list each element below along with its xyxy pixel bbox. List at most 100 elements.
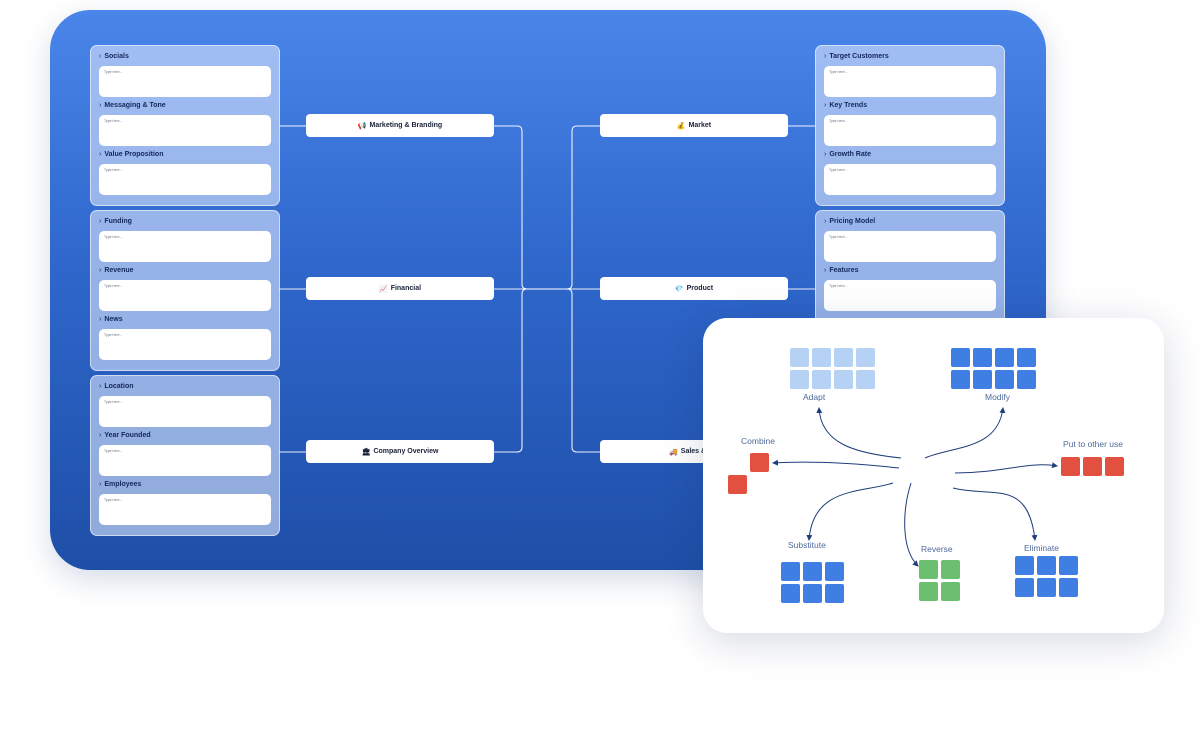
chevron-right-icon[interactable]: › [99, 102, 102, 109]
text-input[interactable]: Type here... [99, 494, 271, 525]
chevron-right-icon[interactable]: › [99, 53, 102, 60]
chevron-right-icon[interactable]: › [824, 267, 827, 274]
sticky-note[interactable] [919, 560, 938, 579]
chevron-right-icon[interactable]: › [99, 267, 102, 274]
sticky-note[interactable] [1037, 578, 1056, 597]
sticky-note[interactable] [995, 348, 1014, 367]
text-input[interactable]: Type here... [824, 115, 996, 146]
sticky-note[interactable] [790, 348, 809, 367]
sticky-note[interactable] [728, 475, 747, 494]
arrow-adapt [816, 407, 902, 459]
arrow-put-to-other-use [954, 462, 1058, 474]
sticky-note[interactable] [825, 584, 844, 603]
sticky-note[interactable] [803, 562, 822, 581]
sticky-note[interactable] [781, 562, 800, 581]
node-market[interactable]: 💰Market [600, 114, 788, 137]
sticky-note[interactable] [951, 370, 970, 389]
text-input[interactable]: Type here... [99, 329, 271, 360]
chevron-right-icon[interactable]: › [824, 53, 827, 60]
sticky-note[interactable] [973, 348, 992, 367]
section-label: Features [829, 267, 859, 274]
chevron-right-icon[interactable]: › [824, 218, 827, 225]
sticky-note[interactable] [1017, 348, 1036, 367]
sticky-note[interactable] [803, 584, 822, 603]
text-input[interactable]: Type here... [824, 66, 996, 97]
section-label: Messaging & Tone [104, 102, 166, 109]
text-input[interactable]: Type here... [99, 231, 271, 262]
sticky-note[interactable] [856, 348, 875, 367]
sticky-note[interactable] [919, 582, 938, 601]
sticky-note[interactable] [1017, 370, 1036, 389]
sticky-note[interactable] [812, 370, 831, 389]
sticky-note[interactable] [1083, 457, 1102, 476]
node-label: Sales & Dis [680, 448, 719, 455]
node-product[interactable]: 💎Product [600, 277, 788, 300]
text-input[interactable]: Type here... [99, 396, 271, 427]
chevron-right-icon[interactable]: › [99, 316, 102, 323]
label-substitute: Substitute [788, 540, 826, 550]
sticky-note[interactable] [856, 370, 875, 389]
text-input[interactable]: Type here... [824, 280, 996, 311]
sticky-note[interactable] [1015, 578, 1034, 597]
section-label: Target Customers [829, 53, 889, 60]
sticky-note[interactable] [781, 584, 800, 603]
node-label: Market [688, 122, 712, 129]
building-icon: 🏛 [361, 448, 371, 456]
text-input[interactable]: Type here... [99, 66, 271, 97]
node-company-overview[interactable]: 🏛Company Overview [306, 440, 494, 463]
sticky-note[interactable] [941, 560, 960, 579]
sticky-note[interactable] [812, 348, 831, 367]
node-marketing-branding[interactable]: 📢Marketing & Branding [306, 114, 494, 137]
sticky-note[interactable] [1015, 556, 1034, 575]
connector-lines [279, 125, 815, 453]
text-input[interactable]: Type here... [99, 445, 271, 476]
section-target-customers: ›Target Customers Type here... [824, 51, 996, 97]
label-adapt: Adapt [803, 392, 826, 402]
section-label: Year Founded [104, 432, 151, 439]
sticky-note[interactable] [1059, 578, 1078, 597]
sticky-note[interactable] [750, 453, 769, 472]
section-messaging-tone: ›Messaging & Tone Type here... [99, 100, 271, 146]
sticky-note[interactable] [825, 562, 844, 581]
chevron-right-icon[interactable]: › [99, 383, 102, 390]
text-input[interactable]: Type here... [99, 115, 271, 146]
chevron-right-icon[interactable]: › [99, 481, 102, 488]
group-financial-details: ›Funding Type here... ›Revenue Type here… [90, 210, 280, 371]
label-modify: Modify [985, 392, 1011, 402]
chevron-right-icon[interactable]: › [824, 102, 827, 109]
sticky-note[interactable] [1037, 556, 1056, 575]
chevron-right-icon[interactable]: › [824, 151, 827, 158]
sticky-note[interactable] [1061, 457, 1080, 476]
sticky-note[interactable] [834, 348, 853, 367]
label-reverse: Reverse [921, 544, 953, 554]
sticky-note[interactable] [973, 370, 992, 389]
arrow-combine [772, 459, 900, 469]
text-input[interactable]: Type here... [99, 280, 271, 311]
text-input[interactable]: Type here... [99, 164, 271, 195]
chart-up-icon: 📈 [378, 285, 388, 293]
section-label: Key Trends [829, 102, 868, 109]
arrow-substitute [806, 482, 894, 541]
sticky-note[interactable] [1105, 457, 1124, 476]
sticky-note[interactable] [951, 348, 970, 367]
chevron-right-icon[interactable]: › [99, 151, 102, 158]
text-input[interactable]: Type here... [824, 164, 996, 195]
chevron-right-icon[interactable]: › [99, 218, 102, 225]
sticky-note[interactable] [1059, 556, 1078, 575]
section-label: Growth Rate [829, 151, 871, 158]
node-financial[interactable]: 📈Financial [306, 277, 494, 300]
section-label: Revenue [104, 267, 134, 274]
group-marketing-details: ›Socials Type here... ›Messaging & Tone … [90, 45, 280, 206]
section-funding: ›Funding Type here... [99, 216, 271, 262]
chevron-right-icon[interactable]: › [99, 432, 102, 439]
sticky-note[interactable] [941, 582, 960, 601]
sticky-note[interactable] [790, 370, 809, 389]
sticky-note[interactable] [834, 370, 853, 389]
money-bag-icon: 💰 [676, 122, 686, 130]
text-input[interactable]: Type here... [824, 231, 996, 262]
section-label: Pricing Model [829, 218, 876, 225]
section-label: Location [104, 383, 134, 390]
sticky-note[interactable] [995, 370, 1014, 389]
gem-icon: 💎 [674, 285, 684, 293]
section-label: Value Proposition [104, 151, 164, 158]
